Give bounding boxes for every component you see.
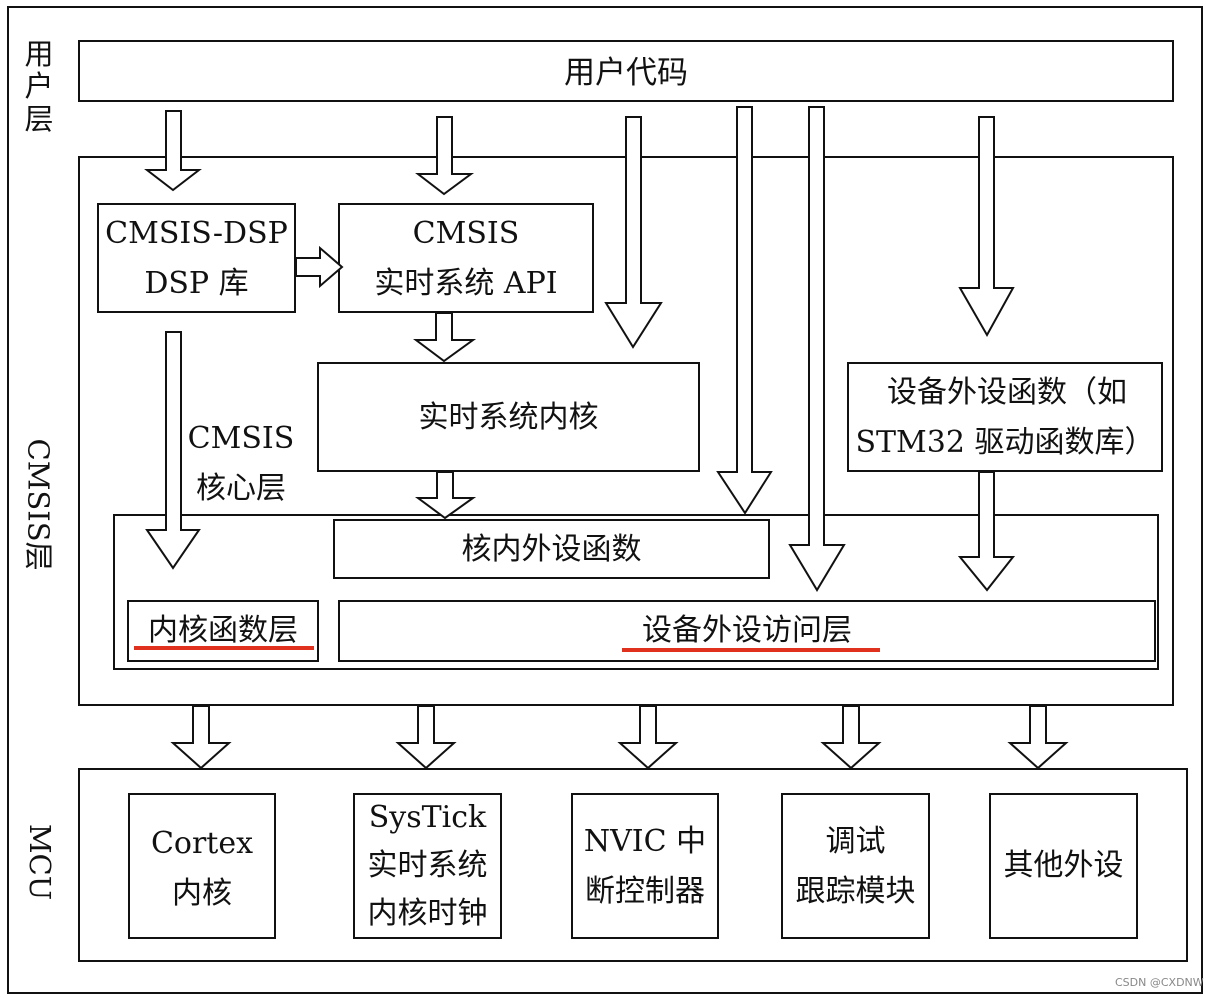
- systick-box: SysTick 实时系统 内核时钟: [353, 793, 502, 939]
- debug-trace-box: 调试 跟踪模块: [781, 793, 930, 939]
- systick-label-3: 内核时钟: [367, 896, 488, 931]
- nvic-label-1: NVIC 中: [583, 824, 707, 859]
- nvic-box: NVIC 中 断控制器: [571, 793, 719, 939]
- cmsis-dsp-box: CMSIS-DSP DSP 库: [97, 203, 296, 313]
- device-periph-func-label-2: STM32 驱动函数库）: [855, 425, 1155, 460]
- other-periph-label: 其他外设: [1003, 848, 1124, 883]
- user-code-label: 用户代码: [564, 55, 688, 91]
- arrow-cmsis-to-other: [1007, 705, 1069, 770]
- device-periph-func-label-1: 设备外设函数（如: [887, 375, 1127, 410]
- cmsis-rtos-label-2: 实时系统 API: [374, 266, 558, 301]
- arrow-cmsis-to-debug: [820, 705, 882, 770]
- arrow-kernel-to-core-periph: [414, 471, 477, 520]
- debug-label-1: 调试: [825, 824, 886, 859]
- systick-label-2: 实时系统: [367, 848, 488, 883]
- user-layer-char: 用: [24, 37, 54, 71]
- arrow-user-to-device-func: [958, 116, 1015, 338]
- cmsis-dsp-label-1: CMSIS-DSP: [105, 216, 288, 251]
- core-periph-func-label: 核内外设函数: [461, 532, 642, 567]
- rtos-kernel-label: 实时系统内核: [418, 400, 599, 435]
- arrow-user-to-device-access: [788, 106, 846, 592]
- arrow-user-to-core-periph: [716, 106, 773, 515]
- user-layer-label: 用户层: [22, 37, 56, 136]
- device-periph-access-label: 设备外设访问层: [642, 613, 852, 648]
- arrow-user-to-dsp: [144, 110, 202, 192]
- cortex-label-2: 内核: [172, 876, 232, 911]
- other-periph-box: 其他外设: [989, 793, 1138, 939]
- cmsis-dsp-label-2: DSP 库: [144, 266, 249, 301]
- cortex-core-box: Cortex 内核: [128, 793, 276, 939]
- user-layer-char: 层: [24, 101, 54, 136]
- arrow-rtos-api-to-kernel: [413, 312, 477, 363]
- arrow-dsp-to-rtos-api: [295, 245, 344, 289]
- user-layer-text: 用户层: [22, 37, 56, 136]
- cmsis-rtos-api-box: CMSIS 实时系统 API: [338, 203, 594, 313]
- cmsis-core-label-2: 核心层: [196, 471, 286, 506]
- user-code-box: 用户代码: [78, 40, 1174, 102]
- debug-label-2: 跟踪模块: [795, 874, 916, 909]
- device-periph-access-underline: [622, 648, 880, 652]
- core-func-layer-underline: [134, 646, 314, 650]
- arrow-cmsis-core-to-core-func: [145, 331, 201, 570]
- arrow-user-to-rtos-kernel: [604, 116, 663, 349]
- arrow-cmsis-to-cortex: [170, 705, 232, 770]
- cmsis-core-label-1: CMSIS: [187, 421, 295, 456]
- nvic-label-2: 断控制器: [585, 874, 705, 909]
- user-layer-char: 户: [24, 69, 54, 104]
- watermark: CSDN @CXDNW: [1115, 976, 1204, 989]
- arrow-cmsis-to-systick: [395, 705, 457, 770]
- cortex-label-1: Cortex: [150, 826, 254, 861]
- core-periph-func-box: 核内外设函数: [333, 519, 770, 579]
- core-func-layer-label: 内核函数层: [148, 613, 298, 648]
- core-func-layer-box: 内核函数层: [127, 600, 319, 662]
- arrow-cmsis-to-nvic: [617, 705, 679, 770]
- rtos-kernel-box: 实时系统内核: [317, 362, 700, 472]
- device-periph-func-box: 设备外设函数（如 STM32 驱动函数库）: [847, 362, 1163, 472]
- arrow-user-to-rtos-api: [415, 116, 475, 196]
- systick-label-1: SysTick: [368, 800, 487, 835]
- cmsis-rtos-label-1: CMSIS: [412, 216, 520, 251]
- arrow-device-func-to-access: [957, 471, 1016, 592]
